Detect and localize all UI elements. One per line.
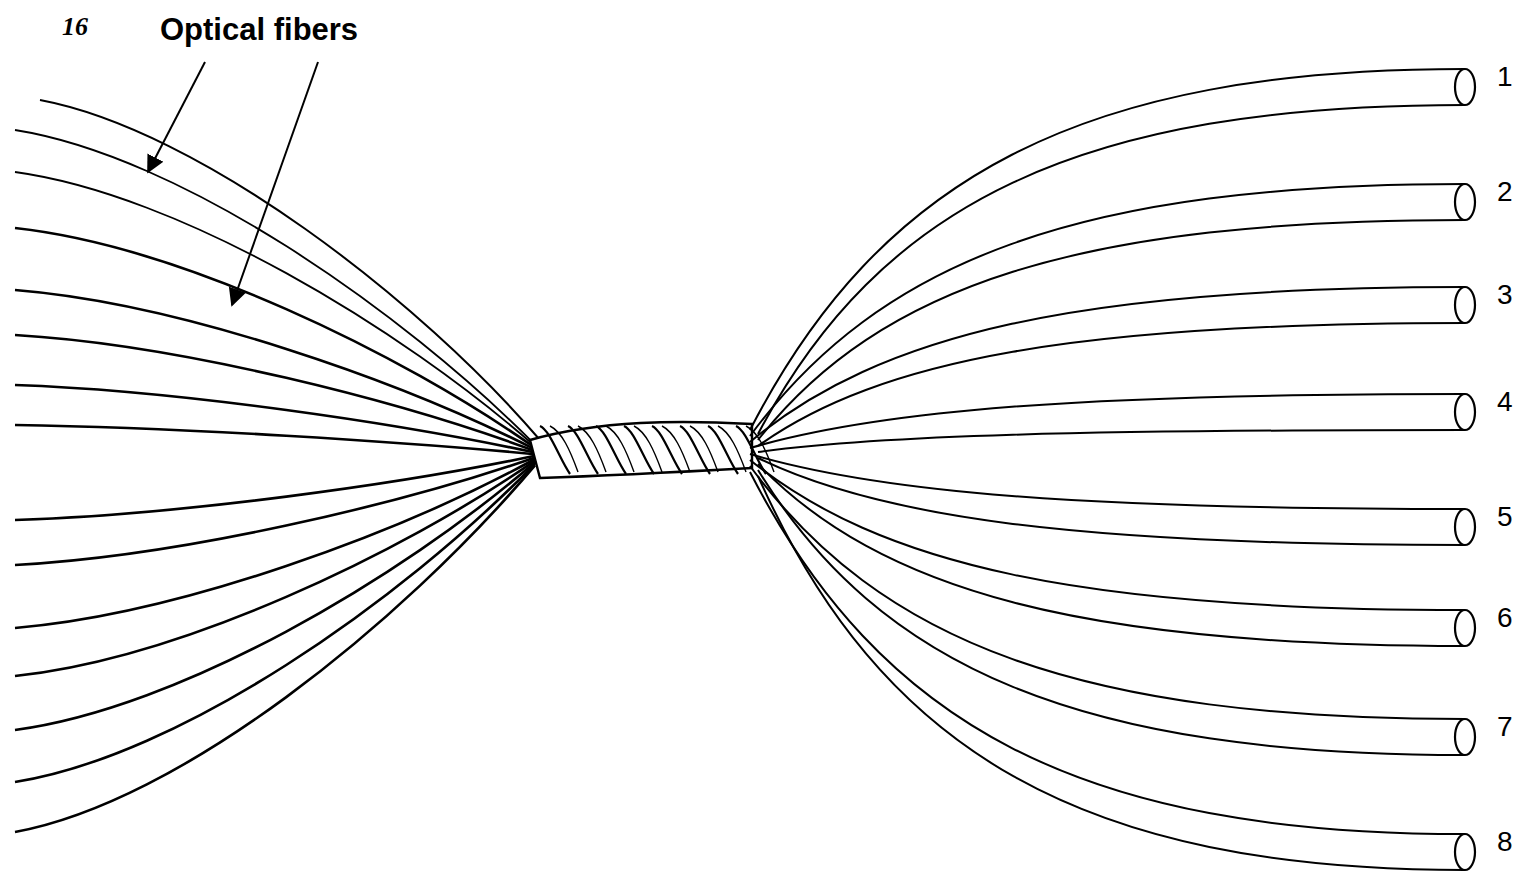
leader-lines	[148, 62, 318, 305]
twist-outline	[530, 422, 752, 478]
optical-fiber	[750, 287, 1465, 442]
callout-number: 6	[1497, 604, 1513, 632]
optical-fiber	[758, 323, 1465, 446]
twist-strand	[718, 426, 746, 472]
fiber-end	[1455, 834, 1475, 870]
twist-strand	[596, 426, 626, 474]
optical-fiber	[758, 220, 1465, 440]
twist-strand	[680, 426, 710, 474]
optical-fiber	[15, 465, 535, 832]
optical-fiber	[750, 472, 1465, 834]
twist-strand	[606, 426, 634, 472]
optical-fiber	[750, 460, 1465, 610]
twist-strand	[540, 426, 570, 474]
twist-strand	[690, 426, 718, 472]
right-fibers	[750, 69, 1475, 870]
optical-fiber	[15, 425, 535, 454]
twist-strand	[662, 426, 690, 472]
optical-fiber	[758, 476, 1465, 870]
left-fibers	[15, 100, 540, 832]
figure-number: 16	[62, 14, 88, 40]
callout-number: 2	[1497, 178, 1513, 206]
callout-number: 3	[1497, 281, 1513, 309]
fiber-end	[1455, 287, 1475, 323]
optical-fiber	[750, 454, 1465, 509]
twist-strand	[708, 426, 738, 474]
twist-strand	[550, 426, 578, 472]
twisted-bundle	[530, 422, 774, 478]
fiber-end	[1455, 509, 1475, 545]
leader-line	[148, 62, 205, 172]
optical-fiber	[15, 464, 535, 782]
fiber-end	[1455, 719, 1475, 755]
optical-fiber	[750, 466, 1465, 719]
callout-number: 7	[1497, 713, 1513, 741]
fiber-end	[1455, 69, 1475, 105]
optical-fiber	[750, 394, 1465, 448]
callout-number: 8	[1497, 828, 1513, 856]
callout-number: 1	[1497, 63, 1513, 91]
optical-fiber	[15, 385, 535, 453]
optical-fiber	[750, 69, 1465, 430]
optical-fiber	[15, 228, 535, 448]
optical-fiber	[758, 470, 1465, 755]
twist-strand	[634, 426, 662, 472]
leader-line	[232, 62, 318, 305]
optical-fiber	[15, 461, 535, 676]
fiber-end	[1455, 610, 1475, 646]
optical-fiber	[15, 172, 535, 446]
twist-strand	[652, 426, 682, 474]
optical-fiber	[758, 458, 1465, 545]
optical-fiber	[15, 462, 535, 730]
twist-strand	[624, 426, 654, 474]
fiber-end	[1455, 184, 1475, 220]
optical-fiber	[758, 105, 1465, 434]
twist-strand	[578, 426, 606, 472]
twist-strand	[568, 426, 598, 474]
callout-number: 5	[1497, 503, 1513, 531]
optical-fiber	[40, 100, 540, 440]
callout-number: 4	[1497, 388, 1513, 416]
optical-fiber	[758, 430, 1465, 452]
optical-fiber	[758, 464, 1465, 646]
fiber-end	[1455, 394, 1475, 430]
part-label: Optical fibers	[160, 14, 358, 45]
